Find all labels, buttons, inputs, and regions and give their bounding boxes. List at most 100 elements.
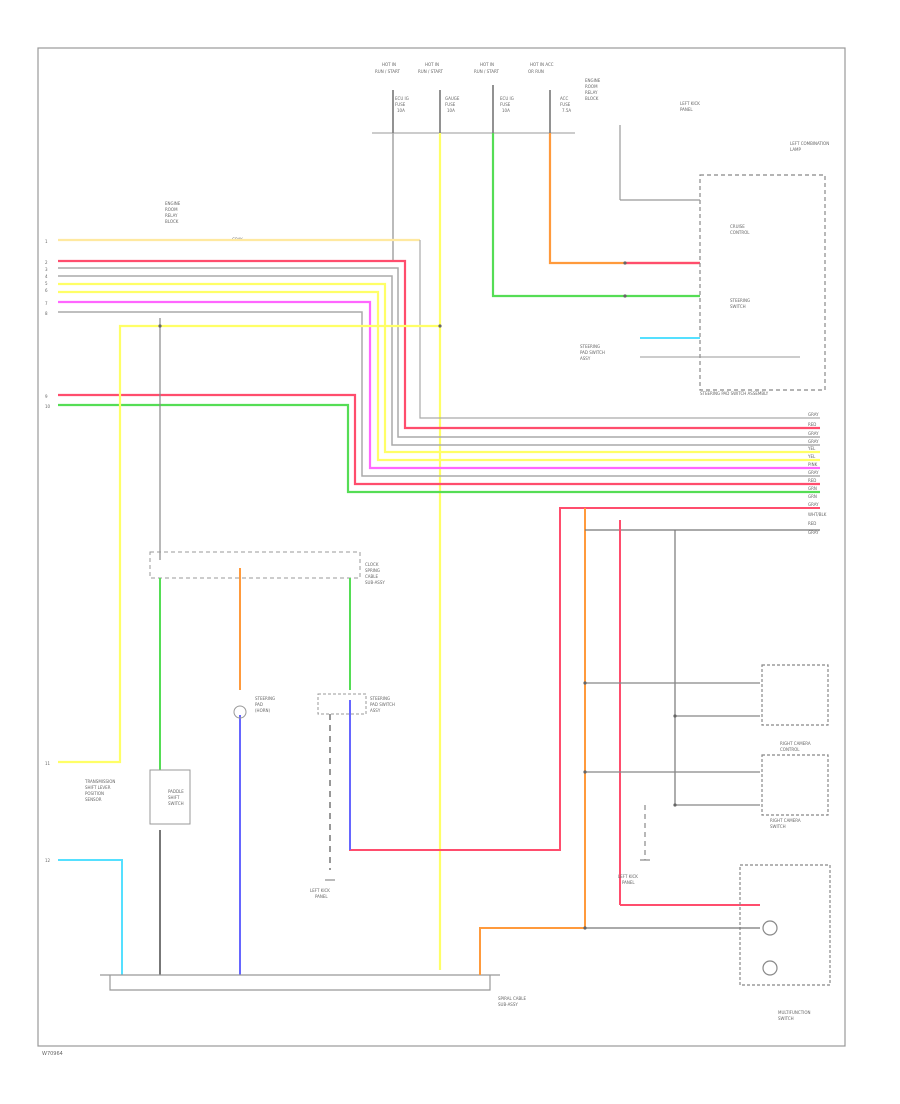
svg-text:RED: RED (808, 422, 816, 427)
svg-text:RED: RED (808, 478, 816, 483)
top-fuse-labels: HOT IN RUN / START HOT IN RUN / START HOT … (375, 62, 700, 113)
svg-text:RED: RED (808, 521, 816, 526)
svg-text:STEERING PAD SWITCH ASSEMBLY: STEERING PAD SWITCH ASSEMBLY (700, 391, 769, 396)
svg-text:FUSE: FUSE (395, 102, 406, 107)
svg-text:HOT IN: HOT IN (480, 62, 494, 67)
svg-text:PAD: PAD (255, 702, 263, 707)
svg-text:(HORN): (HORN) (255, 708, 270, 713)
svg-text:GRN: GRN (808, 486, 817, 491)
svg-text:WHT/BLK: WHT/BLK (808, 512, 827, 517)
svg-text:GRAY: GRAY (808, 470, 819, 475)
svg-text:ASSY: ASSY (580, 356, 591, 361)
joint-drops (159, 507, 820, 975)
svg-text:HOT IN ACC: HOT IN ACC (530, 62, 554, 67)
svg-text:PANEL: PANEL (315, 894, 328, 899)
svg-text:POSITION: POSITION (85, 791, 104, 796)
joint-connector (149, 551, 361, 579)
svg-text:TRANSMISSION: TRANSMISSION (84, 779, 115, 784)
svg-text:RUN / START: RUN / START (418, 69, 443, 74)
svg-text:STEERING: STEERING (370, 696, 390, 701)
svg-text:5: 5 (45, 281, 48, 286)
svg-text:PADDLE: PADDLE (168, 789, 184, 794)
svg-text:RUN / START: RUN / START (375, 69, 400, 74)
svg-text:7: 7 (45, 301, 48, 306)
footer-code: W70964 (42, 1051, 63, 1057)
svg-text:SWITCH: SWITCH (778, 1016, 794, 1021)
svg-text:4: 4 (45, 274, 48, 279)
svg-text:SPRING: SPRING (365, 568, 380, 573)
svg-text:ROOM: ROOM (165, 207, 178, 212)
svg-text:PANEL: PANEL (680, 107, 693, 112)
svg-text:CRUISE: CRUISE (730, 224, 745, 229)
svg-text:SWITCH: SWITCH (770, 824, 786, 829)
splice-points (158, 261, 677, 930)
svg-text:FUSE: FUSE (560, 102, 571, 107)
svg-text:9: 9 (45, 394, 48, 399)
svg-text:GRN: GRN (808, 494, 817, 499)
svg-text:PAD SWITCH: PAD SWITCH (580, 350, 605, 355)
svg-text:CABLE: CABLE (365, 574, 379, 579)
svg-text:2: 2 (45, 260, 48, 265)
svg-text:12: 12 (45, 858, 51, 863)
svg-text:BLOCK: BLOCK (165, 219, 179, 224)
svg-text:ENGINE: ENGINE (165, 201, 181, 206)
svg-text:CONTROL: CONTROL (730, 230, 750, 235)
svg-text:8: 8 (45, 311, 48, 316)
svg-text:LEFT KICK: LEFT KICK (310, 888, 330, 893)
svg-text:GRAY: GRAY (808, 412, 819, 417)
svg-text:MULTIFUNCTION: MULTIFUNCTION (778, 1010, 810, 1015)
svg-text:10: 10 (45, 404, 51, 409)
svg-text:ENGINE: ENGINE (585, 78, 601, 83)
svg-text:SHIFT: SHIFT (168, 795, 180, 800)
yellow-sensor-wire (58, 324, 440, 764)
svg-text:SHIFT LEVER: SHIFT LEVER (85, 785, 111, 790)
svg-text:HOT IN: HOT IN (382, 62, 396, 67)
svg-text:GRAY: GRAY (808, 502, 819, 507)
right-components (585, 125, 831, 986)
svg-text:ECU IG: ECU IG (500, 96, 514, 101)
svg-text:YEL: YEL (807, 446, 816, 451)
svg-text:BLOCK: BLOCK (585, 96, 599, 101)
svg-text:PANEL: PANEL (622, 880, 635, 885)
svg-text:GRAY: GRAY (808, 530, 819, 535)
svg-text:RIGHT CAMERA: RIGHT CAMERA (770, 818, 801, 823)
svg-text:10A: 10A (502, 108, 510, 113)
svg-text:ROOM: ROOM (585, 84, 598, 89)
svg-text:STEERING: STEERING (730, 298, 750, 303)
svg-text:RELAY: RELAY (165, 213, 178, 218)
fuse-drops (392, 85, 700, 970)
svg-text:SWITCH: SWITCH (168, 801, 184, 806)
svg-text:SUB-ASSY: SUB-ASSY (498, 1002, 518, 1007)
svg-text:SPIRAL CABLE: SPIRAL CABLE (498, 996, 526, 1001)
svg-text:GAUGE: GAUGE (445, 96, 460, 101)
main-harness (58, 238, 820, 494)
svg-text:LEFT COMBINATION: LEFT COMBINATION (790, 141, 829, 146)
svg-text:PAD SWITCH: PAD SWITCH (370, 702, 395, 707)
svg-text:LAMP: LAMP (790, 147, 802, 152)
svg-text:10A: 10A (447, 108, 455, 113)
svg-text:3: 3 (45, 267, 48, 272)
svg-text:CLOCK: CLOCK (365, 562, 379, 567)
svg-text:GRAY: GRAY (808, 431, 819, 436)
svg-text:SWITCH: SWITCH (730, 304, 746, 309)
svg-text:OR RUN: OR RUN (528, 69, 544, 74)
svg-text:FUSE: FUSE (445, 102, 456, 107)
svg-text:GRAY: GRAY (808, 439, 819, 444)
svg-text:STEERING: STEERING (580, 344, 600, 349)
svg-text:RUN / START: RUN / START (474, 69, 499, 74)
svg-text:7.5A: 7.5A (562, 108, 571, 113)
svg-text:HOT IN: HOT IN (425, 62, 439, 67)
svg-text:ACC: ACC (560, 96, 568, 101)
svg-text:YEL: YEL (807, 454, 816, 459)
svg-text:ECU IG: ECU IG (395, 96, 409, 101)
svg-text:11: 11 (45, 761, 51, 766)
svg-text:10A: 10A (397, 108, 405, 113)
cyan-wire (58, 859, 123, 975)
